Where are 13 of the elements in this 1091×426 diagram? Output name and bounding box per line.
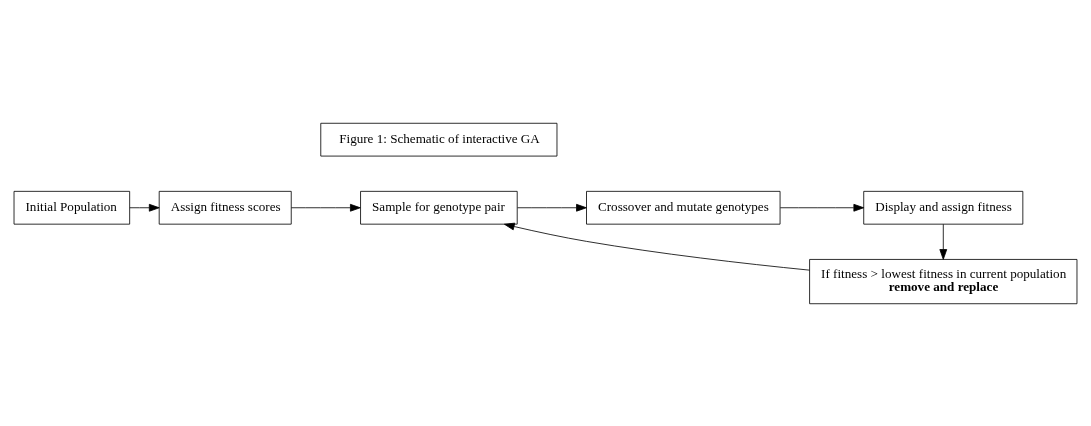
arrow (939, 223, 948, 260)
node-box: Assign fitness scores (158, 190, 292, 225)
arrow (129, 203, 160, 212)
node-box: Figure 1: Schematic of interactive GA (320, 122, 558, 156)
node-box: Display and assign fitness (863, 190, 1024, 225)
arrow (290, 203, 361, 212)
node-box: Crossover and mutate genotypes (586, 190, 781, 225)
node-box: Initial Population (13, 190, 131, 225)
arrow (517, 203, 587, 212)
node-box: Sample for genotype pair (360, 190, 518, 225)
arrow (504, 222, 810, 271)
arrow (779, 203, 865, 212)
node-box: If fitness > lowest fitness in current population remove and replace (809, 258, 1078, 304)
